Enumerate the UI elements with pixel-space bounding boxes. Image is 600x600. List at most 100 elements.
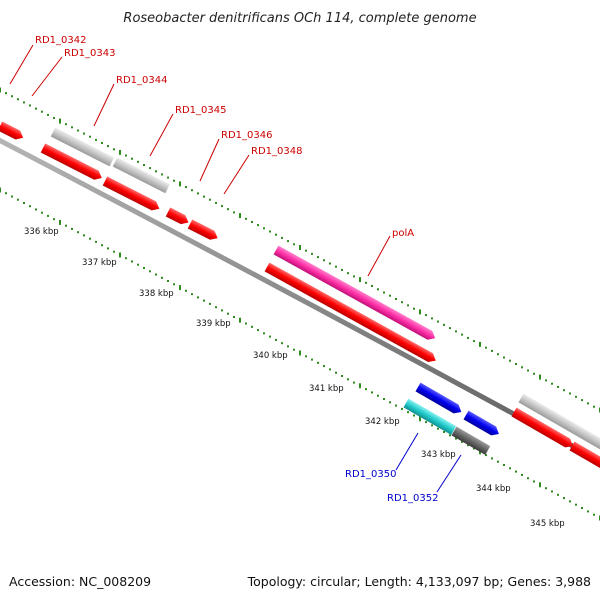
minor-tick — [293, 348, 295, 351]
minor-tick — [29, 104, 31, 107]
minor-tick — [395, 404, 397, 407]
minor-tick — [329, 262, 331, 265]
minor-tick — [35, 208, 37, 211]
gene-label-rd1-0343[interactable]: RD1_0343 — [64, 48, 115, 59]
minor-tick — [167, 280, 169, 282]
minor-tick — [455, 437, 457, 440]
tick-label: 341 kbp — [309, 384, 344, 394]
major-tick — [239, 317, 241, 323]
tick-label: 344 kbp — [476, 484, 511, 494]
gene-feature-grey[interactable] — [518, 393, 600, 453]
gene-label-rd1-0345[interactable]: RD1_0345 — [175, 105, 226, 116]
minor-tick — [287, 240, 289, 243]
gene-feature-grey[interactable] — [112, 157, 170, 194]
minor-tick — [383, 398, 385, 400]
minor-tick — [323, 365, 325, 368]
minor-tick — [47, 214, 49, 217]
minor-tick — [335, 371, 337, 374]
minor-tick — [257, 224, 259, 227]
minor-tick — [269, 230, 271, 233]
minor-tick — [83, 132, 85, 135]
minor-tick — [515, 363, 517, 365]
minor-tick — [281, 236, 283, 239]
gene-feature-pola[interactable] — [273, 245, 438, 343]
minor-tick — [155, 170, 157, 173]
minor-tick — [101, 142, 103, 144]
minor-tick — [305, 249, 307, 252]
minor-tick — [161, 276, 163, 279]
minor-tick — [185, 186, 187, 189]
minor-tick — [113, 148, 115, 151]
minor-tick — [329, 368, 331, 371]
minor-tick — [65, 123, 67, 126]
tick-label: 342 kbp — [365, 417, 400, 427]
major-tick — [359, 277, 361, 283]
minor-tick — [491, 457, 493, 460]
minor-tick — [575, 503, 577, 506]
minor-tick — [389, 401, 391, 404]
minor-tick — [455, 330, 457, 333]
minor-tick — [413, 414, 415, 417]
gene-feature-rd1-0343[interactable] — [40, 143, 104, 183]
leader-line — [395, 432, 419, 471]
minor-tick — [191, 293, 193, 296]
minor-tick — [197, 192, 199, 195]
major-tick — [479, 341, 481, 347]
minor-tick — [425, 314, 427, 317]
minor-tick — [587, 510, 589, 513]
gene-feature-blue[interactable] — [463, 410, 502, 439]
minor-tick — [353, 381, 355, 384]
minor-tick — [563, 389, 565, 392]
minor-tick — [545, 487, 547, 490]
gene-feature-red[interactable] — [511, 407, 576, 451]
minor-tick — [53, 117, 55, 119]
tick-track-inner — [0, 187, 600, 521]
gene-feature-red-long[interactable] — [264, 262, 439, 365]
minor-tick — [251, 325, 253, 328]
gene-feature-rd1-0344[interactable] — [102, 176, 162, 214]
minor-tick — [107, 247, 109, 250]
minor-tick — [95, 138, 97, 141]
minor-tick — [11, 195, 13, 198]
major-tick — [359, 383, 361, 389]
minor-tick — [221, 309, 223, 312]
gene-label-pola[interactable]: polA — [392, 228, 414, 239]
minor-tick — [473, 447, 475, 450]
minor-tick — [35, 107, 37, 110]
minor-tick — [389, 294, 391, 297]
minor-tick — [143, 164, 145, 166]
gene-feature-rd1-0352[interactable] — [451, 426, 491, 455]
minor-tick — [569, 392, 571, 395]
gene-feature-red[interactable] — [569, 441, 600, 476]
gene-label-rd1-0346[interactable]: RD1_0346 — [221, 130, 272, 141]
minor-tick — [335, 265, 337, 268]
minor-tick — [533, 372, 535, 375]
tick-label: 340 kbp — [253, 351, 288, 361]
gene-label-rd1-0350[interactable]: RD1_0350 — [345, 469, 396, 480]
gene-label-rd1-0342[interactable]: RD1_0342 — [35, 35, 86, 46]
gene-feature-blue[interactable] — [415, 382, 464, 417]
minor-tick — [89, 237, 91, 240]
minor-tick — [413, 307, 415, 310]
tick-track-outer — [0, 87, 600, 413]
minor-tick — [23, 101, 25, 104]
gene-label-rd1-0352[interactable]: RD1_0352 — [387, 493, 438, 504]
minor-tick — [227, 208, 229, 211]
minor-tick — [95, 240, 97, 243]
tick-label: 338 kbp — [139, 289, 174, 299]
minor-tick — [395, 298, 397, 300]
gene-label-rd1-0344[interactable]: RD1_0344 — [116, 75, 167, 86]
gene-feature-rd1-0348[interactable] — [187, 219, 220, 243]
minor-tick — [83, 234, 85, 237]
minor-tick — [23, 202, 25, 204]
gene-feature-rd1-0350[interactable] — [403, 398, 457, 435]
minor-tick — [443, 431, 445, 433]
major-tick — [119, 149, 121, 155]
major-tick — [539, 374, 541, 380]
gene-feature-grey[interactable] — [50, 127, 115, 167]
gene-label-rd1-0348[interactable]: RD1_0348 — [251, 146, 302, 157]
gene-feature-rd1-0342[interactable] — [0, 121, 25, 143]
minor-tick — [497, 353, 499, 356]
gene-feature-rd1-0346[interactable] — [165, 207, 191, 227]
minor-tick — [209, 302, 211, 305]
